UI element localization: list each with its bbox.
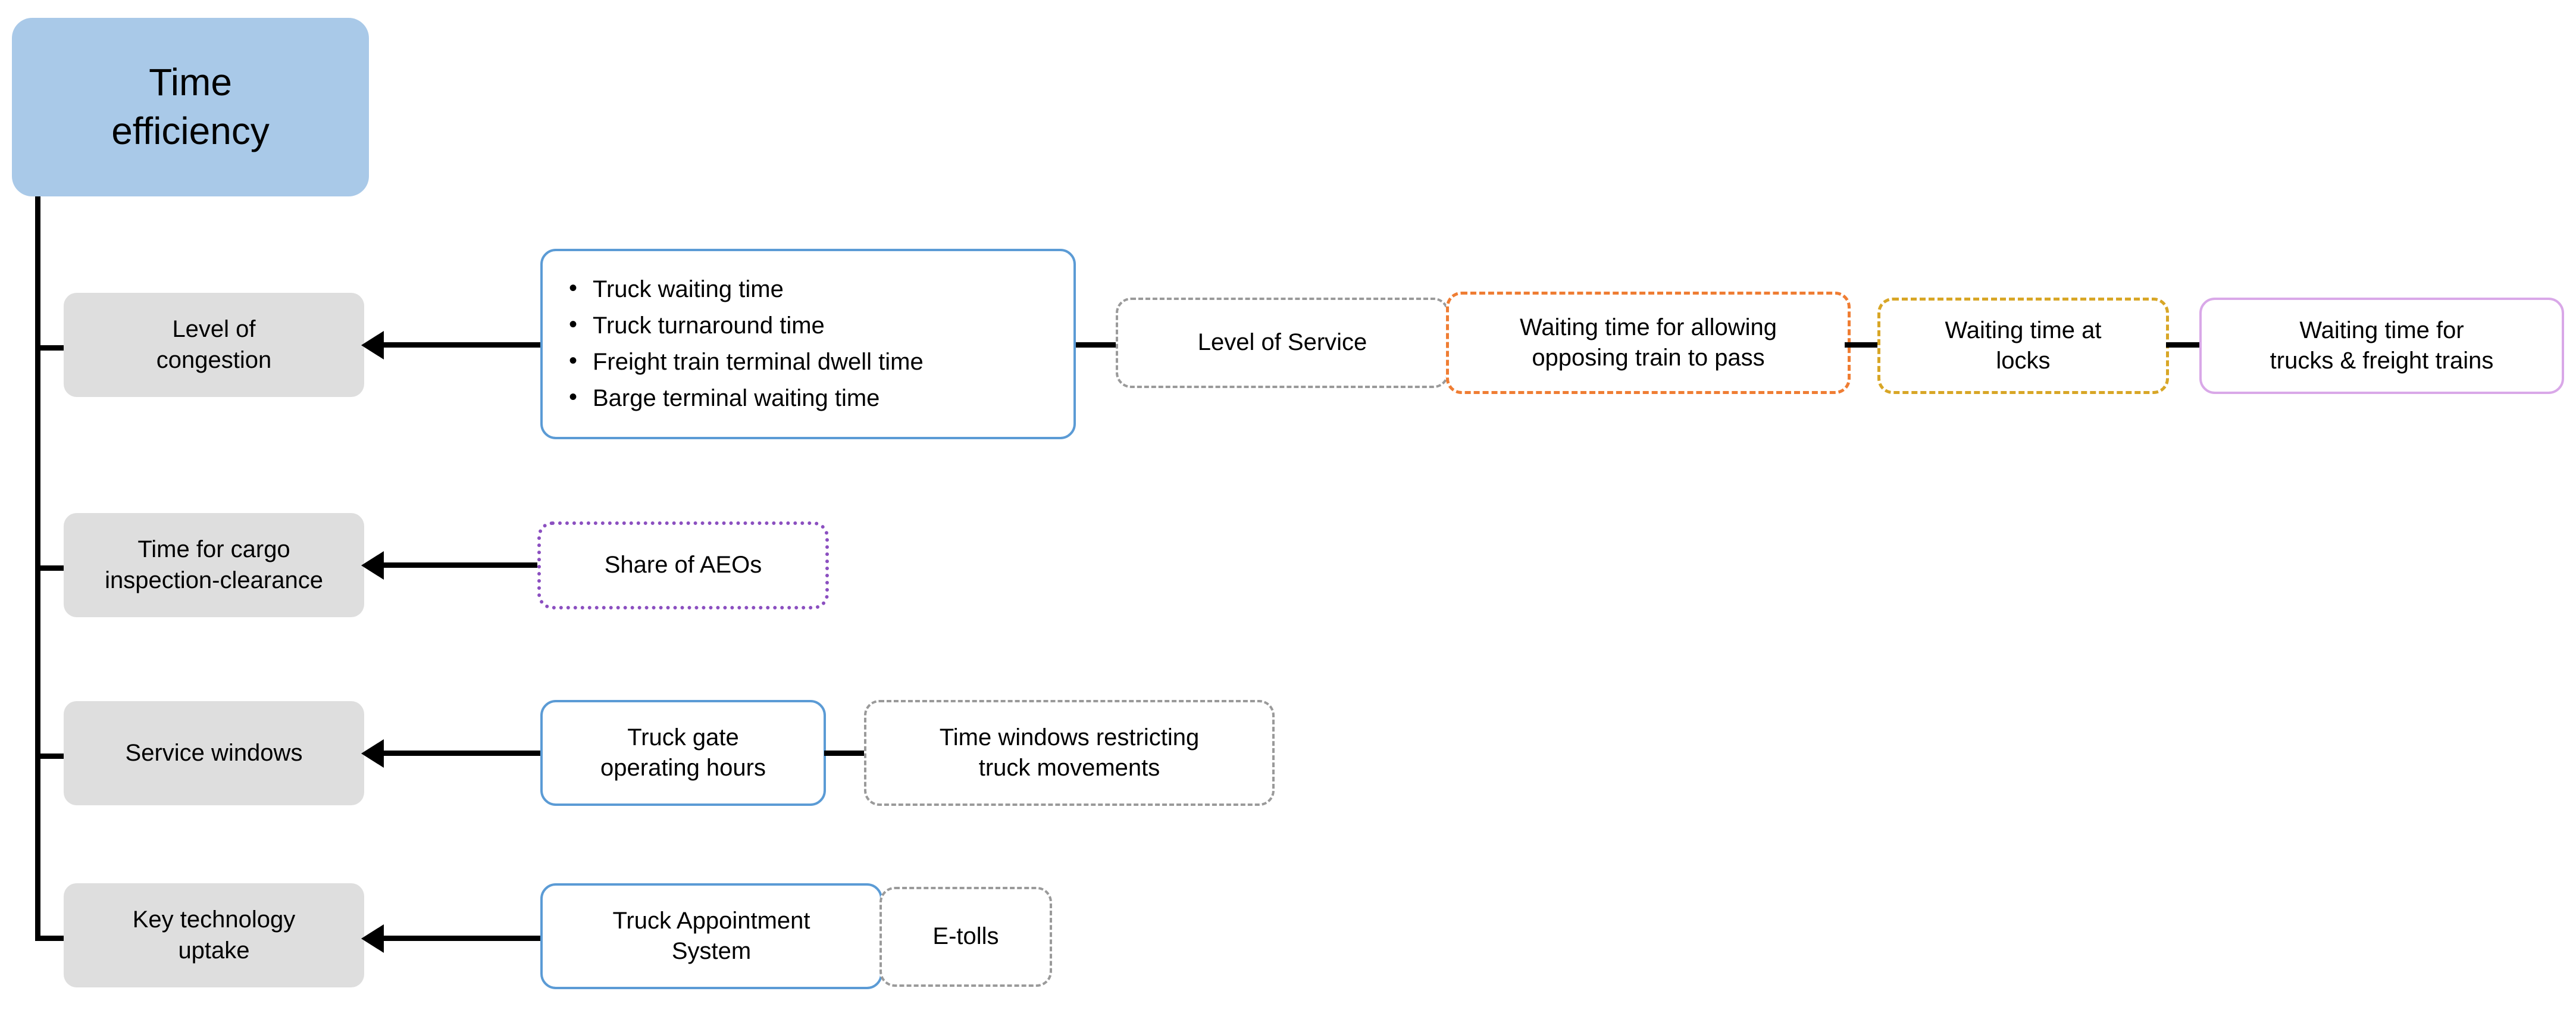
- branch-label-line2: uptake: [178, 937, 250, 964]
- linked-label-line1: E-tolls: [932, 923, 999, 950]
- link-line-congestion-to-los: [1076, 342, 1120, 348]
- branch-label-line1: Level of: [172, 316, 256, 343]
- linked-label-line1: Level of Service: [1197, 329, 1367, 356]
- linked-node-waiting-time-at-locks[interactable]: Waiting time at locks: [1877, 298, 2169, 394]
- link-line-locks-to-trucks-trains: [2166, 342, 2203, 348]
- indicator-box-truck-gate-operating-hours[interactable]: Truck gate operating hours: [540, 700, 826, 806]
- indicator-label-line2: operating hours: [600, 755, 766, 781]
- arrow-head-row2: [361, 551, 384, 580]
- arrow-head-row1: [361, 331, 384, 359]
- indicator-label-line1: Truck gate: [627, 724, 739, 751]
- linked-node-waiting-time-opposing-train[interactable]: Waiting time for allowing opposing train…: [1446, 292, 1851, 394]
- branch-node-level-of-congestion[interactable]: Level of congestion: [64, 293, 364, 397]
- branch-node-service-windows[interactable]: Service windows: [64, 701, 364, 805]
- root-node-time-efficiency[interactable]: Time efficiency: [12, 18, 369, 196]
- indicator-list: Truck waiting time Truck turnaround time…: [566, 270, 1058, 417]
- link-line-truck-gate-to-time-windows: [824, 751, 869, 756]
- branch-label-line2: inspection-clearance: [105, 567, 323, 593]
- arrow-line-row3: [384, 751, 542, 756]
- arrow-head-row3: [361, 739, 384, 768]
- indicator-box-congestion-metrics[interactable]: Truck waiting time Truck turnaround time…: [540, 249, 1076, 439]
- branch-label-line1: Service windows: [125, 739, 303, 766]
- branch-label-line1: Key technology: [132, 906, 296, 933]
- linked-label-line1: Waiting time for allowing: [1519, 314, 1777, 340]
- list-item: Truck waiting time: [569, 270, 1058, 308]
- linked-label-line2: opposing train to pass: [1532, 345, 1765, 371]
- branch-label-line2: congestion: [156, 346, 272, 373]
- indicator-box-truck-appointment-system[interactable]: Truck Appointment System: [540, 883, 882, 989]
- trunk-stub-3: [35, 754, 65, 759]
- linked-label-line1: Time windows restricting: [939, 724, 1200, 751]
- branch-node-time-for-cargo-inspection-clearance[interactable]: Time for cargo inspection-clearance: [64, 513, 364, 617]
- indicator-label-line2: System: [671, 938, 752, 964]
- list-item: Barge terminal waiting time: [569, 379, 1058, 417]
- indicator-label-line1: Truck Appointment: [612, 907, 810, 934]
- branch-node-key-technology-uptake[interactable]: Key technology uptake: [64, 883, 364, 987]
- link-line-opposing-train-to-locks: [1845, 342, 1882, 348]
- arrow-line-row4: [384, 936, 542, 941]
- linked-label-line2: trucks & freight trains: [2270, 348, 2494, 374]
- indicator-label-line1: Share of AEOs: [604, 552, 762, 579]
- arrow-line-row2: [384, 562, 542, 568]
- linked-node-level-of-service[interactable]: Level of Service: [1116, 298, 1449, 388]
- arrow-line-row1: [384, 342, 542, 348]
- linked-node-time-windows-restricting-truck-movements[interactable]: Time windows restricting truck movements: [864, 700, 1275, 806]
- root-label-line2: efficiency: [111, 110, 270, 152]
- linked-label-line2: truck movements: [978, 755, 1160, 781]
- linked-label-line1: Waiting time for: [2299, 317, 2464, 343]
- branch-label-line1: Time for cargo: [137, 536, 290, 563]
- indicator-box-share-of-aeos[interactable]: Share of AEOs: [537, 521, 829, 609]
- trunk-stub-4: [35, 936, 65, 941]
- linked-label-line2: locks: [1996, 348, 2051, 374]
- linked-node-waiting-time-trucks-freight-trains[interactable]: Waiting time for trucks & freight trains: [2199, 298, 2564, 394]
- arrow-head-row4: [361, 924, 384, 953]
- trunk-stub-1: [35, 345, 65, 351]
- list-item: Freight train terminal dwell time: [569, 343, 1058, 380]
- trunk-stub-2: [35, 565, 65, 571]
- linked-node-e-tolls[interactable]: E-tolls: [879, 887, 1052, 987]
- root-label-line1: Time: [149, 61, 232, 104]
- list-item: Truck turnaround time: [569, 307, 1058, 344]
- linked-label-line1: Waiting time at: [1945, 317, 2102, 343]
